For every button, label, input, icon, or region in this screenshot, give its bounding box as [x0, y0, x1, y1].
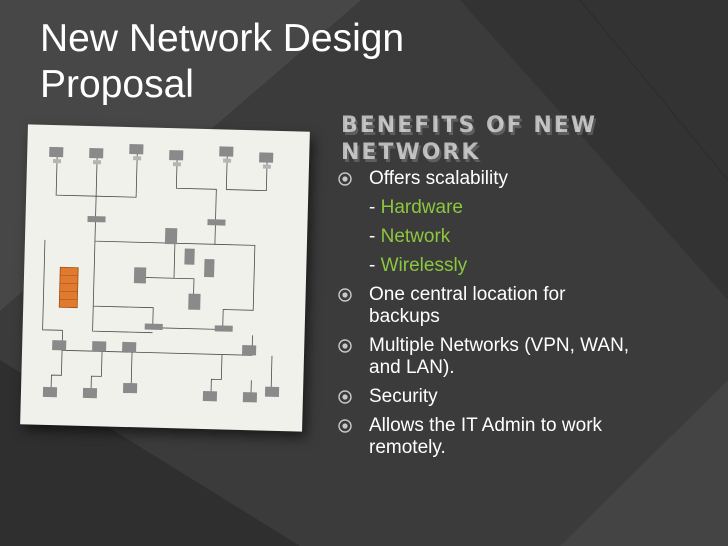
- subitem-hardware: - Hardware: [369, 197, 463, 218]
- target-bullet-icon: [338, 339, 352, 353]
- subitem-network: - Network: [369, 226, 451, 247]
- section-heading: Benefits of New Network Benefits of New …: [341, 112, 601, 168]
- slide-title: New Network Design Proposal: [40, 17, 405, 106]
- bullet-text: One central location for backups: [369, 284, 566, 327]
- bullet-text: Allows the IT Admin to work remotely.: [369, 415, 603, 458]
- list-item: Multiple Networks (VPN, WAN, and LAN).: [338, 335, 638, 379]
- list-item: Offers scalability - Hardware - Network …: [338, 168, 638, 277]
- heading-shadow: Benefits of New Network: [343, 116, 600, 168]
- target-bullet-icon: [338, 390, 352, 404]
- bullet-text: Security: [369, 386, 438, 407]
- network-diagram-image: [20, 124, 310, 432]
- list-item: Allows the IT Admin to work remotely.: [338, 415, 638, 459]
- heading-line-2: Network: [341, 140, 481, 165]
- list-item: One central location for backups: [338, 284, 638, 328]
- network-diagram: [42, 144, 280, 403]
- list-item: Security: [338, 386, 638, 408]
- target-bullet-icon: [338, 172, 352, 186]
- heading-line-1: Benefits of New: [341, 113, 598, 138]
- bullet-text: Offers scalability: [369, 168, 509, 189]
- target-bullet-icon: [338, 288, 352, 302]
- subitem-wirelessly: - Wirelessly: [369, 255, 468, 276]
- benefits-list: Offers scalability - Hardware - Network …: [338, 168, 638, 466]
- bullet-text: Multiple Networks (VPN, WAN, and LAN).: [369, 335, 630, 378]
- target-bullet-icon: [338, 419, 352, 433]
